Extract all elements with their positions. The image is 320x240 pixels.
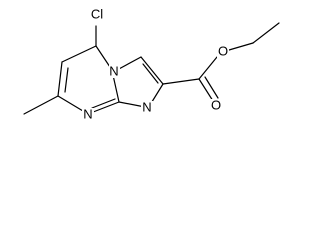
bond-c3-c2-inner [142, 63, 159, 84]
bond-c6-c7-double [57, 61, 63, 97]
bond-c6-c7-inner [64, 67, 69, 93]
bond-carbonyl-o-ester [198, 56, 218, 80]
bond-c7-methyl [23, 95, 59, 115]
imidazole-nitrogen-label: N [142, 99, 151, 114]
bond-o-ester-ch2 [228, 42, 254, 51]
pyrimidine-nitrogen-label: N [83, 106, 92, 121]
molecule-drawing: Cl N N N O O [23, 6, 280, 122]
bond-c2-carbonyl [162, 78, 200, 85]
bond-carbonyl-o-inner [204, 76, 219, 99]
bond-carbonyl-o-double [198, 78, 214, 102]
pyrimidine-ring [57, 45, 120, 115]
bond-n1-c8a [118, 101, 146, 108]
bond-c8a-n-bridge [112, 74, 120, 103]
atom-labels: Cl N N N O O [82, 6, 229, 122]
structure-canvas: Cl N N N O O [23, 6, 280, 122]
bond-c3-c2-double [140, 56, 164, 85]
carbonyl-oxygen-label: O [211, 97, 221, 112]
bond-c5-c6 [61, 45, 97, 63]
bond-ch2-ch3 [252, 22, 280, 44]
bond-n8-c8a-inner [91, 98, 116, 109]
ester-oxygen-label: O [218, 43, 228, 58]
bond-n-bridge-c3 [116, 56, 142, 71]
imidazole-ring [116, 56, 164, 108]
bridgehead-nitrogen-label: N [109, 63, 118, 78]
chlorine-atom-label: Cl [91, 6, 103, 21]
substituents [23, 22, 280, 115]
